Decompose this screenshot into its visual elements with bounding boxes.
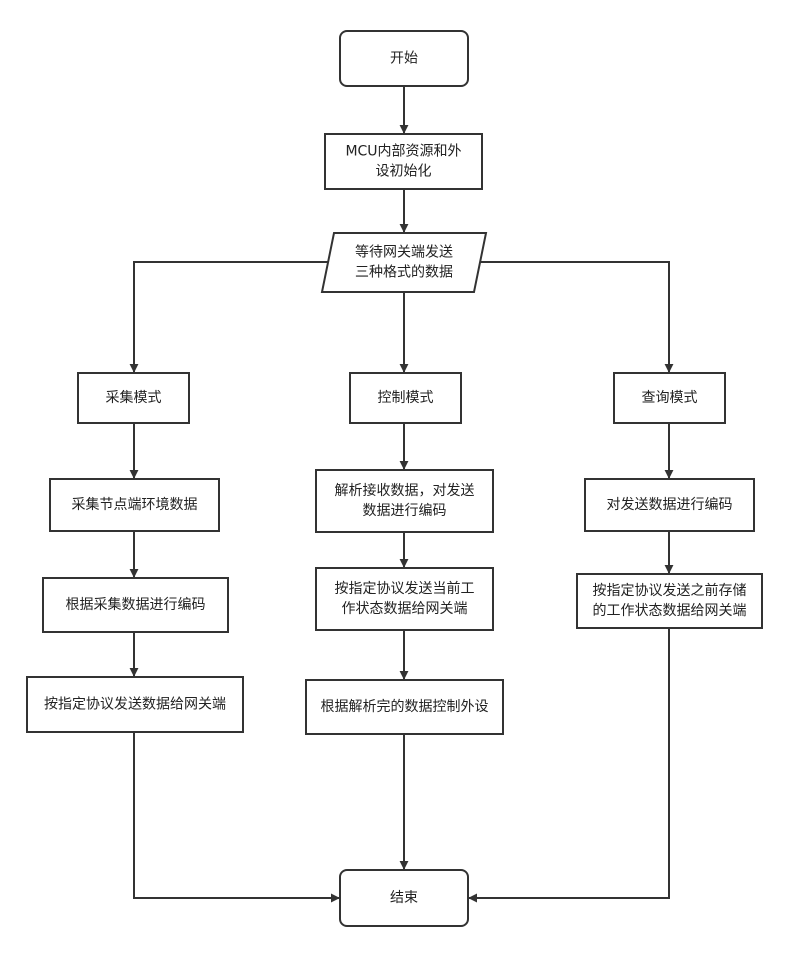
node-shapes (26, 30, 763, 927)
node-control-peripheral-shape (305, 679, 504, 735)
node-init-label-1: MCU内部资源和外 (345, 144, 461, 160)
edge-wait-query-mode (480, 261, 674, 373)
node-query-encode-label-1: 对发送数据进行编码 (607, 497, 733, 513)
node-end-label-1: 结束 (390, 890, 418, 906)
connector-lines (129, 86, 674, 903)
node-collect-send-label-1: 按指定协议发送数据给网关端 (44, 697, 226, 713)
node-query-send-label-2: 的工作状态数据给网关端 (593, 603, 747, 619)
node-control-send-shape (315, 567, 494, 631)
edge-query-send-end (468, 628, 670, 903)
edge-collect-send-end (133, 732, 340, 903)
node-control-send-label-1: 按指定协议发送当前工 (335, 580, 475, 597)
node-start-label-1: 开始 (390, 51, 418, 67)
node-wait-shape (320, 232, 488, 293)
node-parse-recv-label-1: 解析接收数据，对发送 (335, 482, 475, 499)
node-start-shape (339, 30, 469, 87)
node-collect-env-label-1: 采集节点端环境数据 (72, 496, 198, 513)
node-parse-recv-shape (315, 469, 494, 533)
node-collect-send-shape (26, 676, 244, 733)
node-control-peripheral-label-1: 根据解析完的数据控制外设 (321, 699, 489, 715)
node-collect-mode-shape (77, 372, 190, 424)
node-init-label-2: 设初始化 (376, 163, 432, 180)
node-wait-label-1: 等待网关端发送 (355, 244, 453, 261)
node-collect-encode-label-1: 根据采集数据进行编码 (66, 596, 206, 613)
node-collect-mode-label-1: 采集模式 (106, 389, 162, 406)
node-collect-encode-shape (42, 577, 229, 633)
node-collect-env-shape (49, 478, 220, 532)
node-query-encode-shape (584, 478, 755, 532)
node-end-shape (339, 869, 469, 927)
node-query-mode-shape (613, 372, 726, 424)
node-control-mode-label-1: 控制模式 (378, 390, 434, 406)
node-init-shape (324, 133, 483, 190)
node-control-send-label-2: 作状态数据给网关端 (342, 601, 468, 617)
node-parse-recv-label-2: 数据进行编码 (363, 503, 447, 519)
node-query-mode-label-1: 查询模式 (642, 390, 698, 406)
node-query-send-label-1: 按指定协议发送之前存储 (593, 582, 747, 599)
node-wait-label-2: 三种格式的数据 (355, 265, 453, 281)
edge-wait-collect-mode (129, 261, 328, 373)
node-query-send-shape (576, 573, 763, 629)
node-control-mode-shape (349, 372, 462, 424)
